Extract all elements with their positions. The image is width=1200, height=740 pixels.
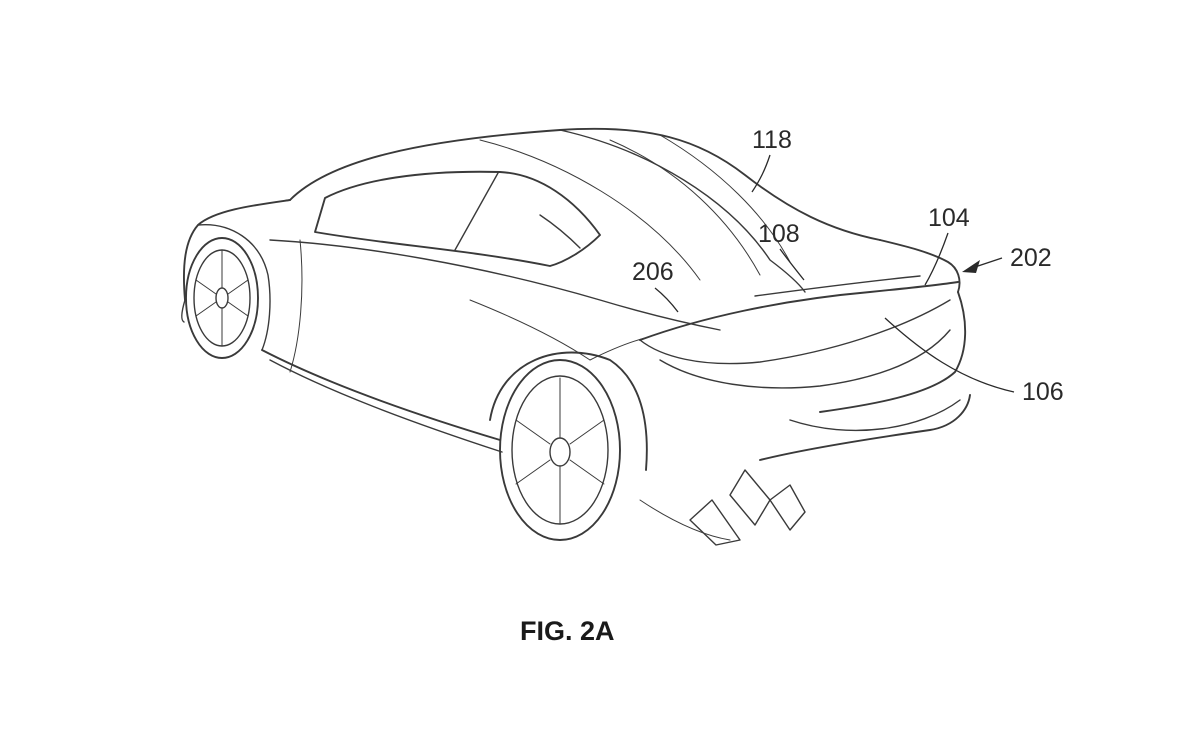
diffuser-fin-3	[769, 484, 806, 531]
door-line	[289, 239, 303, 373]
rear-tire	[499, 359, 621, 541]
b-pillar	[454, 172, 499, 251]
car-body	[181, 127, 971, 546]
rear-glass	[559, 129, 806, 293]
front-hub	[215, 287, 229, 309]
leader-206	[654, 287, 679, 313]
leader-118	[751, 154, 771, 193]
rear-glass-reflection-1	[609, 139, 761, 276]
rear-wheel-arch	[489, 351, 648, 471]
rear-spokes	[515, 377, 605, 525]
ref-202: 202	[1010, 244, 1052, 272]
rear-glass-reflection-3	[659, 134, 791, 263]
leader-108	[779, 248, 805, 281]
rear-bumper-line	[789, 399, 961, 432]
ref-106: 106	[1022, 378, 1064, 406]
front-fender	[197, 223, 271, 351]
reference-numerals: 118 104 108 202 206 106	[632, 126, 1064, 406]
leader-106	[884, 317, 1015, 393]
front-wheel	[185, 237, 259, 359]
rear-panel	[819, 291, 967, 413]
diffuser-base	[639, 499, 731, 541]
roofline	[289, 127, 881, 241]
rear-haunch	[589, 337, 646, 361]
rear-diffuser	[759, 394, 971, 461]
quarter-window	[539, 214, 581, 249]
diffuser-fin-1	[729, 469, 771, 526]
rear-hub	[549, 437, 571, 467]
spoiler-underside	[639, 299, 951, 365]
diffuser-fin-2	[689, 499, 741, 546]
rear-glass-reflection-2	[479, 139, 701, 281]
front-bumper	[181, 299, 186, 323]
windows	[314, 129, 806, 293]
front-tire	[185, 237, 259, 359]
arrowhead-202	[962, 260, 980, 273]
side-window-outline	[314, 170, 601, 267]
figure-caption: FIG. 2A	[520, 616, 615, 646]
side-skirt	[261, 349, 501, 441]
side-intake	[469, 299, 591, 361]
body-crease	[269, 239, 721, 331]
ref-206: 206	[632, 258, 674, 286]
front-spokes	[195, 249, 249, 347]
rear-wheel	[489, 351, 648, 541]
taillight-lower	[659, 329, 951, 389]
ref-104: 104	[928, 204, 970, 232]
ref-118: 118	[752, 126, 792, 154]
rear-deck	[879, 239, 961, 293]
rear-spoiler-edge	[639, 281, 959, 341]
side-skirt-lower	[269, 359, 503, 453]
spoiler-inner	[754, 275, 921, 297]
leader-104	[924, 232, 949, 286]
ref-108: 108	[758, 220, 800, 248]
